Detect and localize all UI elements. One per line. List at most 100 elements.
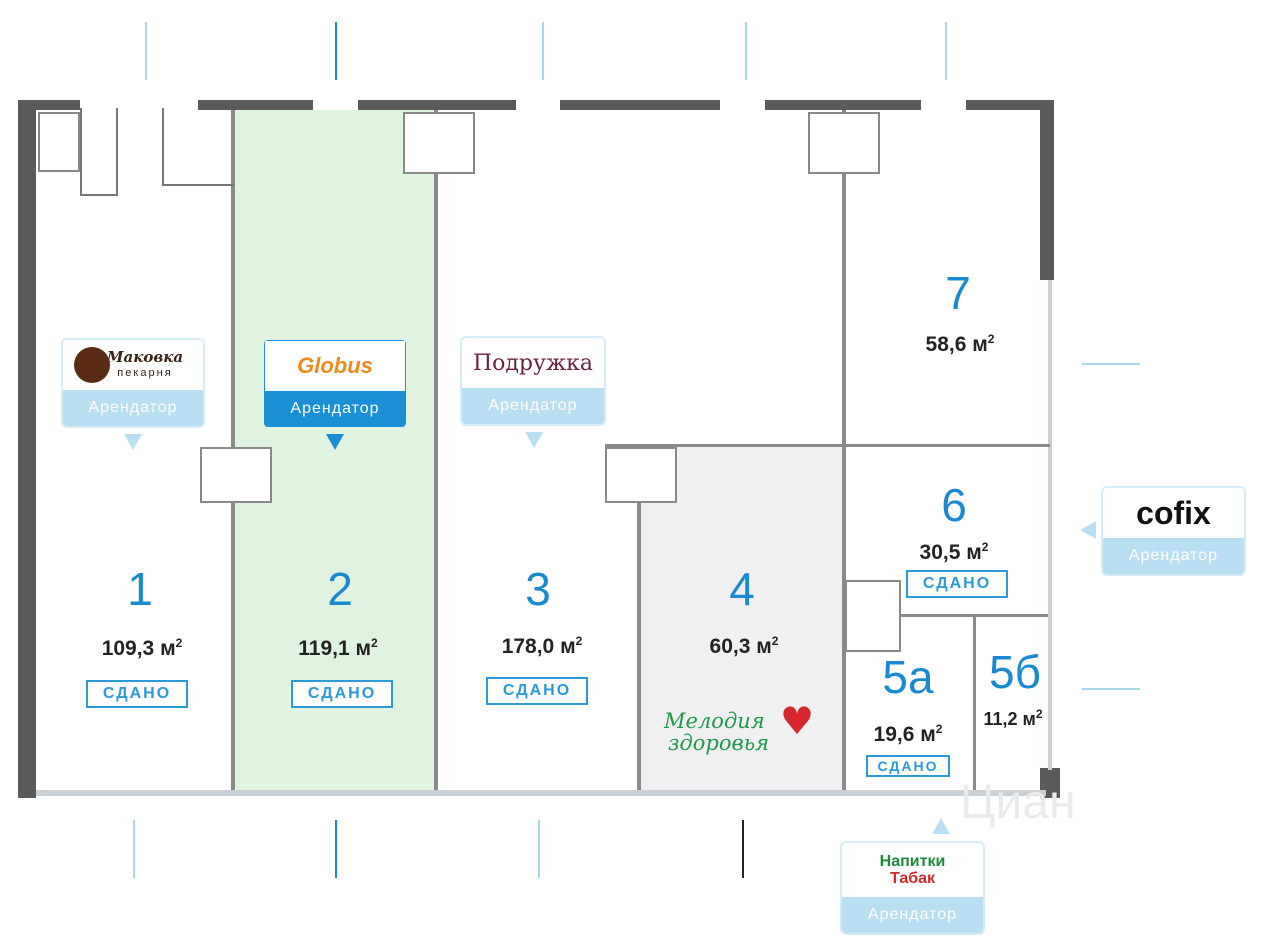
entrance-arrow xyxy=(145,22,147,80)
area-value: 58,6 м xyxy=(925,333,988,356)
toilet-icon xyxy=(200,447,272,503)
area-value: 19,6 м xyxy=(873,723,936,746)
entrance-arrow xyxy=(945,22,947,80)
entrance-arrow xyxy=(745,22,747,80)
podruzhka-logo: Подружка xyxy=(462,338,604,388)
area-exp: 2 xyxy=(1035,707,1043,721)
unit-5a-area: 19,6 м2 xyxy=(828,722,988,747)
wall-left xyxy=(18,100,36,798)
melodiya-zdorovya-logo: Мелодия здоровья ♥ xyxy=(664,702,814,755)
entrance-arrow xyxy=(335,22,337,80)
entrance-arrow xyxy=(133,820,135,878)
pointer-icon xyxy=(326,434,344,450)
toilet-icon xyxy=(38,112,80,172)
unit-5a-number: 5а xyxy=(882,651,934,703)
partition-4-7 xyxy=(842,110,846,790)
wall-top xyxy=(358,100,516,110)
unit-6-number: 6 xyxy=(941,479,967,531)
partition-h-4 xyxy=(605,444,1050,447)
pointer-icon xyxy=(525,432,543,448)
unit-4-fill[interactable] xyxy=(640,447,843,790)
logo-line: здоровья xyxy=(668,731,770,755)
tenant-card-cofix[interactable]: cofix Арендатор xyxy=(1103,488,1244,574)
wall-bottom xyxy=(36,790,1046,796)
unit-6-status: СДАНО xyxy=(906,570,1008,598)
cofix-logo: cofix xyxy=(1103,488,1244,538)
wall-top xyxy=(18,100,80,110)
area-value: 109,3 м xyxy=(101,637,176,660)
unit-1-number: 1 xyxy=(127,563,153,615)
globus-logo: Globus xyxy=(264,340,406,391)
makovka-face-icon xyxy=(74,347,110,383)
logo-line: Напитки xyxy=(879,853,946,870)
napitki-tabak-logo: Напитки Табак xyxy=(842,843,983,897)
toilet-icon xyxy=(605,447,677,503)
unit-7-number: 7 xyxy=(945,267,971,319)
area-value: 11,2 м xyxy=(983,709,1036,729)
partition-5a-5b xyxy=(973,615,976,790)
logo-text: Маковка xyxy=(106,348,184,366)
area-value: 60,3 м xyxy=(709,635,772,658)
toilet-icon xyxy=(845,580,901,652)
entrance-arrow xyxy=(1082,688,1140,690)
entrance-arrow xyxy=(538,820,540,878)
backroom-2 xyxy=(162,108,234,186)
unit-5a-status: СДАНО xyxy=(866,755,950,777)
logo-text: Globus xyxy=(297,353,373,378)
area-value: 30,5 м xyxy=(919,541,982,564)
tenant-label: Арендатор xyxy=(462,388,604,424)
wall-top xyxy=(560,100,720,110)
unit-6-area: 30,5 м2 xyxy=(874,540,1034,565)
tenant-card-globus[interactable]: Globus Арендатор xyxy=(264,340,406,427)
entrance-arrow xyxy=(742,820,744,878)
tenant-label: Арендатор xyxy=(63,390,203,426)
unit-1-status: СДАНО xyxy=(86,680,188,708)
unit-3-number: 3 xyxy=(525,563,551,615)
unit-7-area: 58,6 м2 xyxy=(880,332,1040,357)
unit-2-status: СДАНО xyxy=(291,680,393,708)
toilet-icon xyxy=(808,112,880,174)
area-exp: 2 xyxy=(575,634,583,648)
pointer-icon xyxy=(124,434,142,450)
unit-5b-number: 5б xyxy=(989,646,1041,698)
partition-h-6 xyxy=(843,614,1048,617)
wall-top xyxy=(765,100,921,110)
area-exp: 2 xyxy=(771,634,779,648)
unit-4-number: 4 xyxy=(729,563,755,615)
partition-3-4 xyxy=(637,445,641,790)
tenant-card-napitki-tabak[interactable]: Напитки Табак Арендатор xyxy=(842,843,983,933)
unit-5b-area: 11,2 м2 xyxy=(933,707,1093,730)
area-value: 119,1 м xyxy=(298,637,372,660)
logo-text: cofix xyxy=(1136,494,1211,531)
toilet-icon xyxy=(403,112,475,174)
entrance-arrow xyxy=(1082,363,1140,365)
logo-sub: пекарня xyxy=(117,367,173,379)
logo-line: Мелодия xyxy=(664,709,765,733)
heart-icon: ♥ xyxy=(780,699,815,743)
logo-line: Табак xyxy=(889,870,936,887)
tenant-label: Арендатор xyxy=(842,897,983,933)
pointer-icon xyxy=(1080,521,1096,539)
entrance-arrow xyxy=(542,22,544,80)
wall-top xyxy=(966,100,1054,110)
area-exp: 2 xyxy=(371,636,378,650)
unit-2-area: 119,1 м2 xyxy=(258,636,418,661)
tenant-label: Арендатор xyxy=(1103,538,1244,574)
pointer-icon xyxy=(932,818,950,834)
area-exp: 2 xyxy=(935,722,943,736)
tenant-label: Арендатор xyxy=(264,391,406,427)
unit-4-area: 60,3 м2 xyxy=(664,634,824,659)
wall-top xyxy=(198,100,313,110)
area-exp: 2 xyxy=(981,540,989,554)
logo-text: Подружка xyxy=(472,350,594,376)
area-value: 178,0 м xyxy=(501,635,576,658)
area-exp: 2 xyxy=(987,332,995,346)
wall-right xyxy=(1040,100,1054,280)
cian-watermark: Циан xyxy=(960,776,1076,829)
area-exp: 2 xyxy=(175,636,183,650)
tenant-card-podruzhka[interactable]: Подружка Арендатор xyxy=(462,338,604,424)
unit-3-status: СДАНО xyxy=(486,677,588,705)
unit-3-area: 178,0 м2 xyxy=(462,634,622,659)
wall-right-glass xyxy=(1048,280,1052,770)
